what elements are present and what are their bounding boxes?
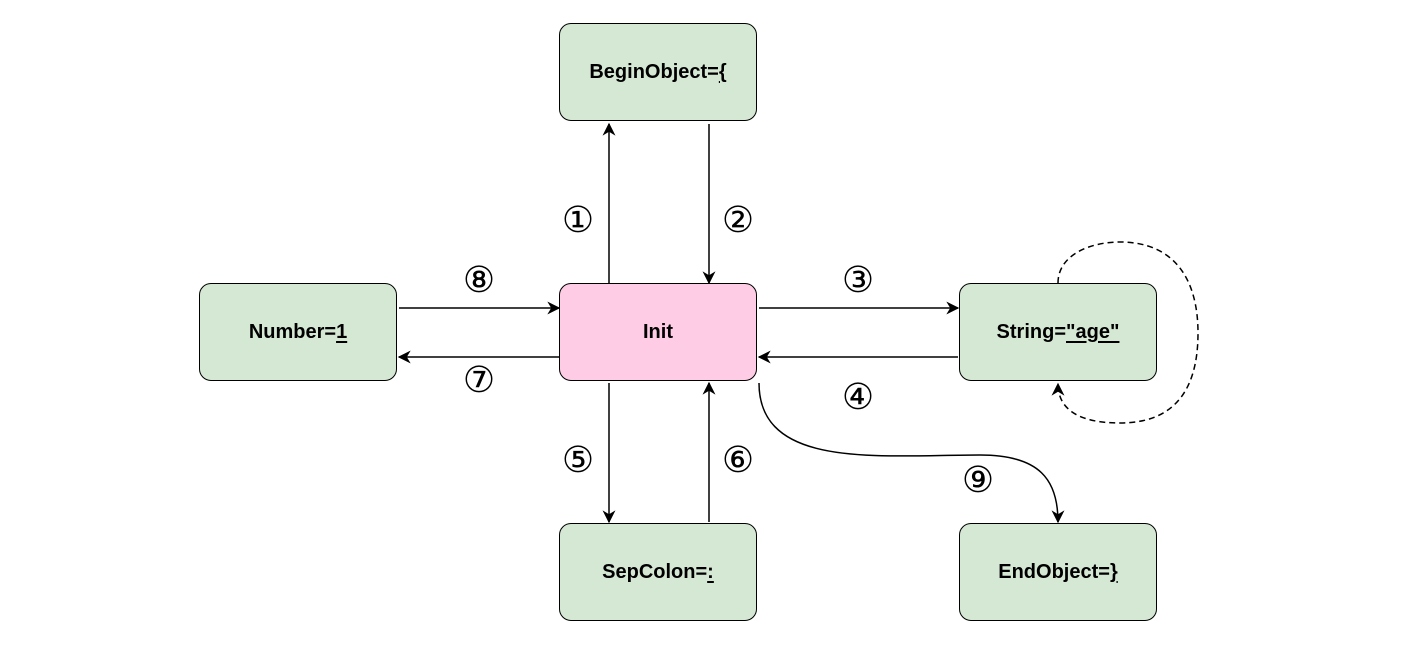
edge-label-1: ① <box>561 200 595 241</box>
node-end-object: EndObject=} <box>959 523 1157 621</box>
edge-label-4: ④ <box>841 377 875 418</box>
node-sep-colon-value: : <box>707 560 714 583</box>
node-string-value: "age" <box>1066 320 1120 343</box>
node-init: Init <box>559 283 757 381</box>
edge-label-3: ③ <box>841 260 875 301</box>
node-begin-object: BeginObject={ <box>559 23 757 121</box>
edge-label-7: ⑦ <box>462 360 496 401</box>
edge-9-init-to-end-object <box>758 382 1065 524</box>
node-sep-colon: SepColon=: <box>559 523 757 621</box>
edge-label-8: ⑧ <box>462 260 496 301</box>
node-string-key: String= <box>996 320 1066 343</box>
node-number-value: 1 <box>336 320 348 343</box>
node-sep-colon-key: SepColon= <box>602 560 708 583</box>
edge-string-self-loop <box>1051 241 1199 424</box>
edge-label-6: ⑥ <box>721 440 755 481</box>
node-begin-object-value: { <box>718 60 727 83</box>
node-begin-object-key: BeginObject= <box>589 60 719 83</box>
edge-label-9: ⑨ <box>961 460 995 501</box>
node-end-object-key: EndObject= <box>998 560 1110 583</box>
node-number-key: Number= <box>248 320 337 343</box>
node-number: Number=1 <box>199 283 397 381</box>
edge-label-5: ⑤ <box>561 440 595 481</box>
edge-label-2: ② <box>721 200 755 241</box>
node-end-object-value: } <box>1109 560 1118 583</box>
node-init-key: Init <box>643 320 673 343</box>
node-string: String="age" <box>959 283 1157 381</box>
